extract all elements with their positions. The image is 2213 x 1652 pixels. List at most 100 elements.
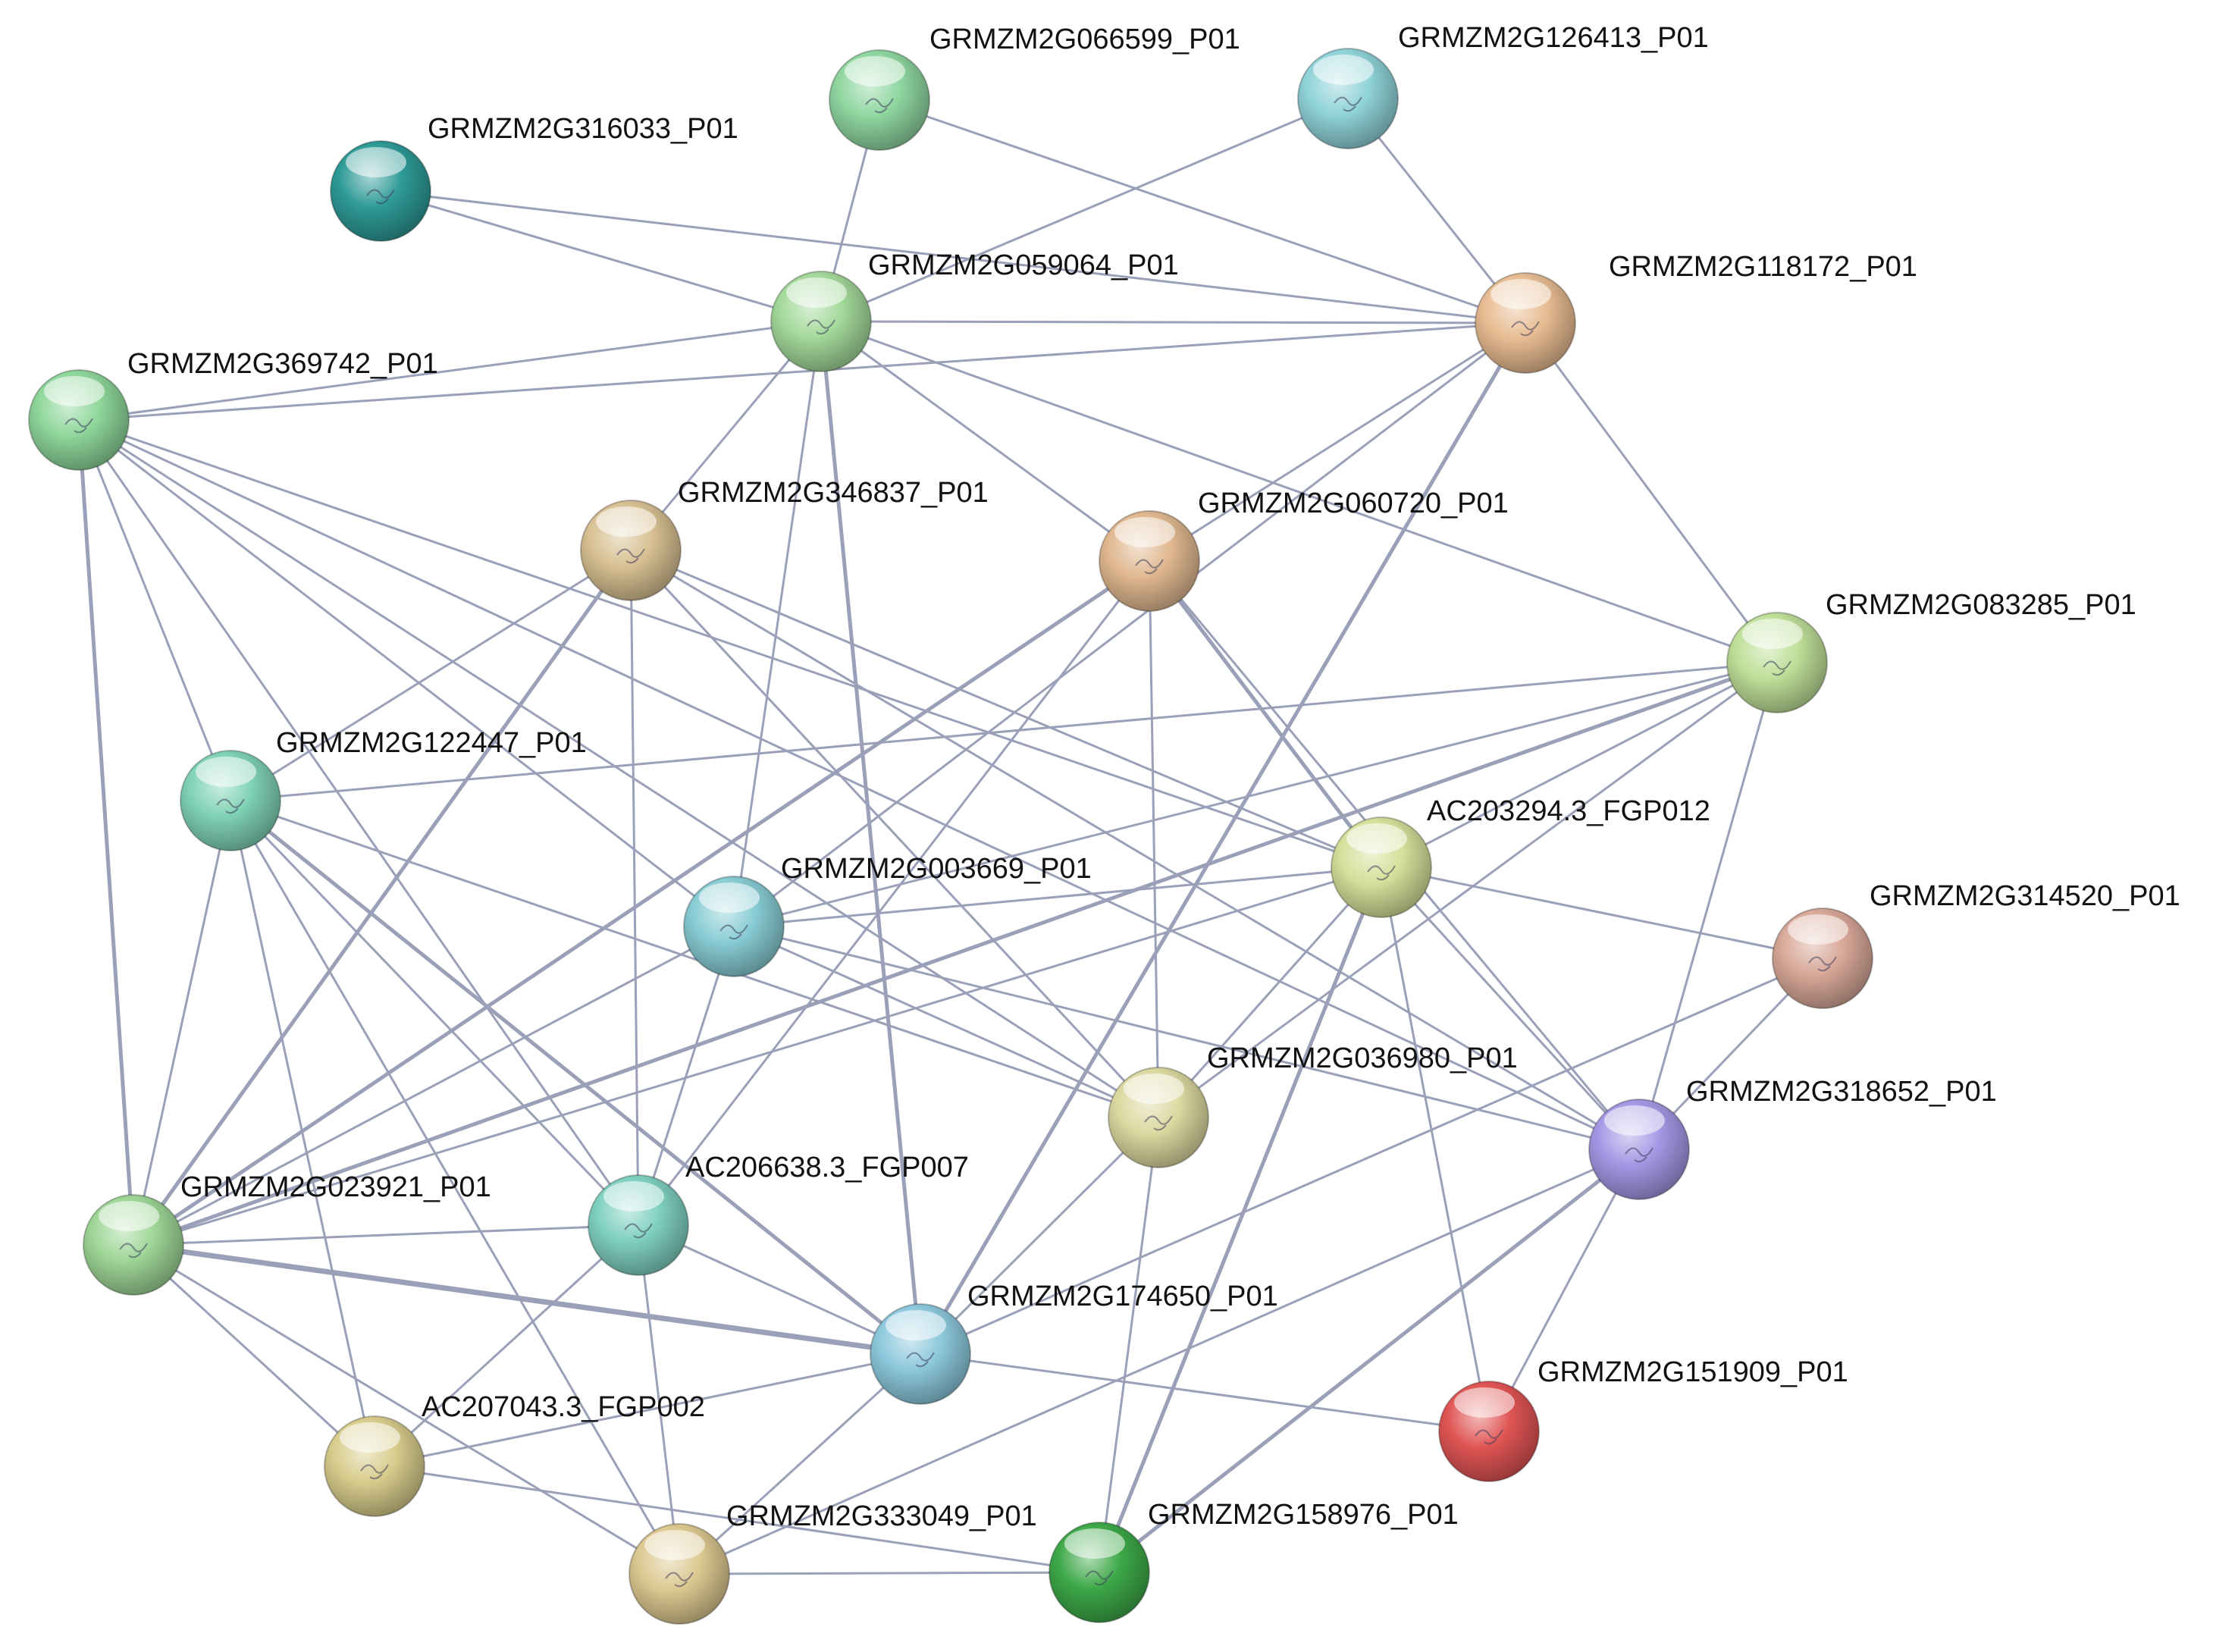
edge-GRMZM2G369742_P01-GRMZM2G023921_P01 [77, 418, 136, 1247]
edge-GRMZM2G174650_P01-GRMZM2G333049_P01 [678, 1353, 922, 1575]
node-label: GRMZM2G036980_P01 [1207, 1042, 1518, 1074]
node-label: GRMZM2G174650_P01 [967, 1281, 1278, 1312]
edge-GRMZM2G122447_P01-AC206638.3_FGP007 [229, 799, 640, 1227]
node-highlight [886, 1310, 946, 1340]
edge-GRMZM2G122447_P01-GRMZM2G333049_P01 [229, 799, 681, 1575]
node-GRMZM2G060720_P01[interactable]: GRMZM2G060720_P01 [1099, 487, 1509, 612]
node-label: GRMZM2G003669_P01 [781, 853, 1092, 885]
node-GRMZM2G174650_P01[interactable]: GRMZM2G174650_P01 [870, 1281, 1278, 1405]
node-label: GRMZM2G316033_P01 [428, 113, 738, 145]
node-GRMZM2G369742_P01[interactable]: GRMZM2G369742_P01 [28, 348, 438, 471]
edge-GRMZM2G036980_P01-GRMZM2G158976_P01 [1098, 1116, 1160, 1574]
edge-GRMZM2G122447_P01-AC207043.3_FGP002 [229, 799, 376, 1468]
node-GRMZM2G118172_P01[interactable]: GRMZM2G118172_P01 [1475, 251, 1917, 374]
node-AC203294.3_FGP012[interactable]: AC203294.3_FGP012 [1331, 795, 1710, 918]
node-highlight [1114, 517, 1175, 547]
edge-GRMZM2G023921_P01-AC207043.3_FGP002 [132, 1243, 376, 1468]
protein-structure-icon [719, 924, 748, 940]
edge-GRMZM2G369742_P01-AC206638.3_FGP007 [77, 418, 640, 1227]
protein-structure-icon [1475, 1429, 1503, 1445]
edge-AC207043.3_FGP002-GRMZM2G158976_P01 [373, 1465, 1101, 1574]
node-label: GRMZM2G158976_P01 [1148, 1499, 1459, 1531]
edge-GRMZM2G118172_P01-GRMZM2G003669_P01 [732, 321, 1527, 928]
node-GRMZM2G126413_P01[interactable]: GRMZM2G126413_P01 [1297, 22, 1709, 149]
node-highlight [1454, 1387, 1515, 1418]
node-highlight [346, 147, 406, 177]
edge-GRMZM2G369742_P01-GRMZM2G318652_P01 [77, 418, 1641, 1151]
edge-GRMZM2G023921_P01-GRMZM2G333049_P01 [132, 1243, 681, 1575]
protein-structure-icon [906, 1352, 935, 1368]
edge-layer [77, 97, 1824, 1575]
edge-GRMZM2G036980_P01-GRMZM2G174650_P01 [919, 1116, 1160, 1356]
edge-GRMZM2G059064_P01-GRMZM2G083285_P01 [820, 320, 1779, 664]
protein-structure-icon [624, 1223, 653, 1239]
node-GRMZM2G023921_P01[interactable]: GRMZM2G023921_P01 [83, 1171, 491, 1296]
node-GRMZM2G158976_P01[interactable]: GRMZM2G158976_P01 [1049, 1499, 1459, 1623]
node-AC206638.3_FGP007[interactable]: AC206638.3_FGP007 [588, 1152, 969, 1276]
edge-AC206638.3_FGP007-GRMZM2G333049_P01 [637, 1224, 681, 1575]
node-GRMZM2G346837_P01[interactable]: GRMZM2G346837_P01 [580, 477, 989, 601]
node-GRMZM2G059064_P01[interactable]: GRMZM2G059064_P01 [770, 249, 1179, 372]
edge-GRMZM2G333049_P01-GRMZM2G158976_P01 [678, 1571, 1101, 1575]
edge-GRMZM2G059064_P01-GRMZM2G060720_P01 [820, 320, 1151, 563]
protein-structure-icon [64, 418, 93, 434]
edge-AC203294.3_FGP012-GRMZM2G318652_P01 [1380, 866, 1641, 1151]
node-highlight [699, 882, 760, 913]
node-label: GRMZM2G333049_P01 [726, 1500, 1037, 1532]
edge-GRMZM2G059064_P01-GRMZM2G174650_P01 [819, 319, 923, 1356]
node-label: GRMZM2G023921_P01 [180, 1171, 491, 1203]
protein-structure-icon [1763, 660, 1791, 676]
edge-GRMZM2G060720_P01-AC206638.3_FGP007 [637, 560, 1151, 1227]
edge-GRMZM2G346837_P01-GRMZM2G023921_P01 [131, 548, 633, 1247]
node-GRMZM2G151909_P01[interactable]: GRMZM2G151909_P01 [1438, 1356, 1848, 1482]
protein-structure-icon [1625, 1147, 1653, 1163]
node-GRMZM2G314520_P01[interactable]: GRMZM2G314520_P01 [1772, 880, 2180, 1009]
node-GRMZM2G316033_P01[interactable]: GRMZM2G316033_P01 [330, 113, 738, 242]
edge-GRMZM2G316033_P01-GRMZM2G118172_P01 [379, 190, 1527, 324]
edge-GRMZM2G023921_P01-AC206638.3_FGP007 [132, 1224, 640, 1246]
protein-structure-icon [865, 98, 894, 114]
node-GRMZM2G083285_P01[interactable]: GRMZM2G083285_P01 [1726, 589, 2136, 713]
node-GRMZM2G333049_P01[interactable]: GRMZM2G333049_P01 [628, 1500, 1037, 1625]
node-highlight [644, 1530, 705, 1560]
node-highlight [196, 757, 256, 787]
node-highlight [1604, 1105, 1665, 1136]
node-GRMZM2G318652_P01[interactable]: GRMZM2G318652_P01 [1588, 1076, 1997, 1200]
edge-GRMZM2G318652_P01-GRMZM2G151909_P01 [1487, 1148, 1641, 1433]
node-label: GRMZM2G314520_P01 [1870, 880, 2180, 912]
edge-GRMZM2G316033_P01-GRMZM2G059064_P01 [379, 190, 823, 323]
edge-GRMZM2G369742_P01-GRMZM2G118172_P01 [77, 321, 1527, 422]
protein-structure-icon [1135, 559, 1164, 575]
node-highlight [596, 506, 657, 537]
node-label: GRMZM2G118172_P01 [1609, 251, 1917, 283]
edge-GRMZM2G060720_P01-GRMZM2G036980_P01 [1148, 560, 1160, 1119]
node-GRMZM2G066599_P01[interactable]: GRMZM2G066599_P01 [829, 24, 1240, 151]
protein-structure-icon [366, 189, 395, 205]
edge-GRMZM2G174650_P01-GRMZM2G151909_P01 [919, 1353, 1490, 1433]
node-label: AC203294.3_FGP012 [1427, 795, 1710, 827]
edge-GRMZM2G083285_P01-AC203294.3_FGP012 [1380, 661, 1779, 869]
protein-structure-icon [1144, 1115, 1173, 1131]
edge-GRMZM2G059064_P01-GRMZM2G118172_P01 [820, 320, 1527, 324]
edge-GRMZM2G369742_P01-GRMZM2G036980_P01 [77, 418, 1160, 1119]
node-AC207043.3_FGP002[interactable]: AC207043.3_FGP002 [324, 1391, 705, 1517]
node-highlight [340, 1422, 400, 1453]
node-GRMZM2G003669_P01[interactable]: GRMZM2G003669_P01 [683, 853, 1092, 977]
edge-GRMZM2G318652_P01-GRMZM2G158976_P01 [1097, 1147, 1641, 1575]
node-label: GRMZM2G060720_P01 [1198, 487, 1509, 519]
node-GRMZM2G036980_P01[interactable]: GRMZM2G036980_P01 [1108, 1042, 1518, 1168]
edge-AC203294.3_FGP012-GRMZM2G314520_P01 [1380, 866, 1824, 960]
edge-GRMZM2G369742_P01-GRMZM2G003669_P01 [77, 418, 735, 928]
protein-structure-icon [1367, 865, 1396, 881]
edge-GRMZM2G066599_P01-GRMZM2G118172_P01 [878, 99, 1527, 324]
node-highlight [603, 1181, 664, 1212]
node-highlight [44, 376, 105, 406]
edge-GRMZM2G083285_P01-GRMZM2G023921_P01 [131, 660, 1779, 1247]
node-GRMZM2G122447_P01[interactable]: GRMZM2G122447_P01 [180, 727, 587, 851]
protein-structure-icon [1808, 956, 1837, 972]
protein-structure-icon [119, 1243, 148, 1259]
edge-GRMZM2G174650_P01-AC207043.3_FGP002 [373, 1353, 922, 1468]
edge-GRMZM2G122447_P01-GRMZM2G023921_P01 [132, 799, 232, 1246]
